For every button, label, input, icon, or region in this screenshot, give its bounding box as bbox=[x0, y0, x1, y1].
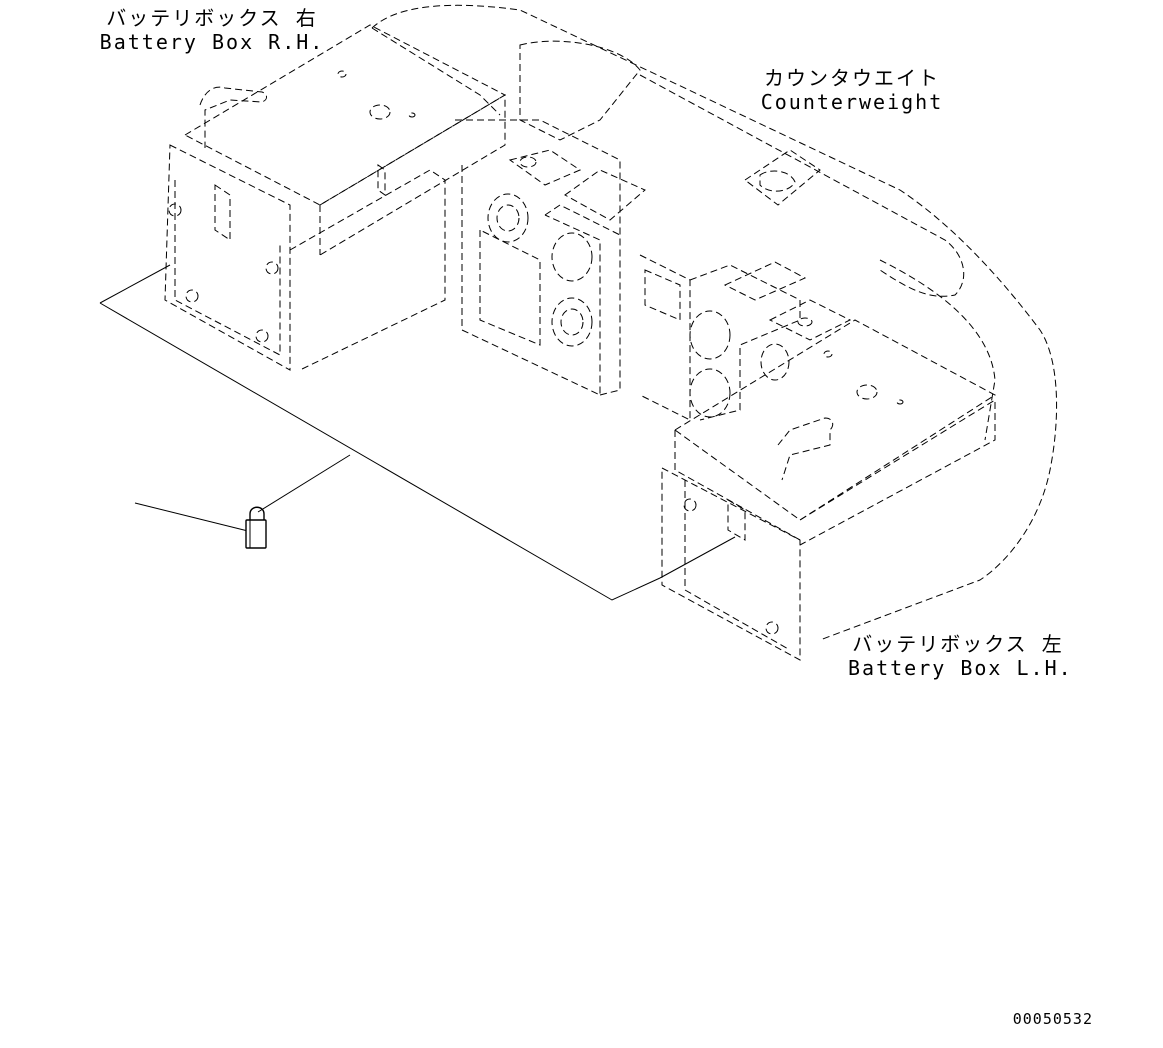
counterweight-outline bbox=[371, 4, 1058, 641]
battery-box-lh bbox=[661, 319, 996, 661]
padlock-icon bbox=[245, 506, 267, 549]
label-battery-box-lh-en: Battery Box L.H. bbox=[848, 656, 1073, 680]
label-counterweight-en: Counterweight bbox=[760, 90, 944, 114]
label-battery-box-rh: バッテリボックス 右 Battery Box R.H. bbox=[92, 6, 332, 54]
leader-line-lh bbox=[659, 536, 736, 579]
label-counterweight-jp: カウンタウエイト bbox=[764, 66, 940, 90]
leader-line-rh bbox=[257, 454, 351, 513]
label-counterweight: カウンタウエイト Counterweight bbox=[752, 66, 952, 114]
drawing-number: 00050532 bbox=[1012, 1010, 1093, 1028]
label-battery-box-lh-jp: バッテリボックス 左 bbox=[852, 632, 1064, 656]
battery-box-rh bbox=[164, 24, 507, 371]
label-battery-box-rh-jp: バッテリボックス 右 bbox=[106, 6, 318, 30]
label-battery-box-lh: バッテリボックス 左 Battery Box L.H. bbox=[848, 632, 1073, 680]
callout-line bbox=[134, 502, 253, 533]
label-battery-box-rh-en: Battery Box R.H. bbox=[99, 30, 325, 54]
installation-plane bbox=[99, 264, 661, 601]
